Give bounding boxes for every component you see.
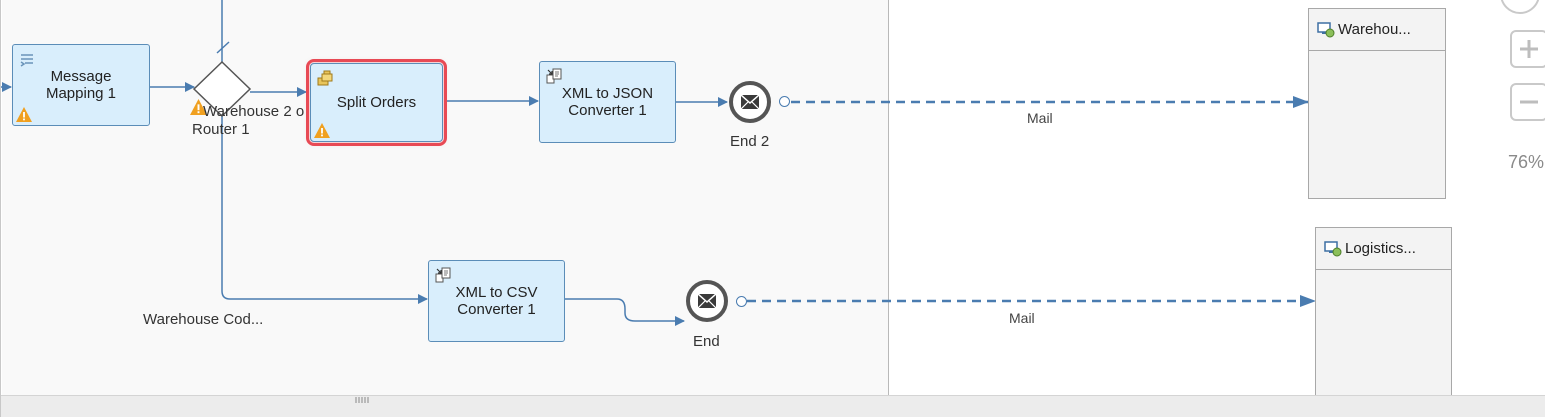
- message-mapping-label: Message Mapping 1: [45, 68, 117, 102]
- connection-csv-to-end[interactable]: [565, 298, 685, 326]
- split-orders-label: Split Orders: [336, 94, 417, 111]
- receiver-logistics[interactable]: Logistics...: [1315, 227, 1452, 407]
- warning-icon: [16, 107, 32, 122]
- warning-icon: [314, 123, 330, 138]
- end-2-label: End 2: [730, 133, 770, 150]
- xml-to-json-converter-step[interactable]: XML to JSON Converter 1: [539, 61, 676, 143]
- zoom-out-icon: [1520, 100, 1538, 104]
- route-label-warehouse-2[interactable]: Warehouse 2 o: [203, 103, 305, 120]
- converter-icon: [546, 68, 562, 84]
- property-sheet-splitter-bar[interactable]: [1, 395, 1545, 417]
- router-gateway[interactable]: [192, 60, 252, 118]
- xml-to-csv-label: XML to CSV Converter 1: [455, 284, 538, 318]
- mail-adapter-label-top[interactable]: Mail: [1027, 110, 1053, 126]
- zoom-in-icon: [1520, 40, 1538, 58]
- zoom-in-button[interactable]: [1510, 30, 1545, 68]
- converter-icon: [435, 267, 451, 283]
- mail-adapter-label-bottom[interactable]: Mail: [1009, 310, 1035, 326]
- mail-icon: [741, 95, 759, 109]
- mapping-icon: [20, 54, 33, 67]
- end-message-event[interactable]: [686, 280, 728, 322]
- receiver-system-icon: [1324, 240, 1342, 256]
- receiver-warehouse-header: Warehou...: [1309, 9, 1445, 51]
- connection-router-to-csv[interactable]: [221, 116, 428, 304]
- splitter-handle-icon[interactable]: [353, 396, 373, 406]
- zoom-level: 76%: [1508, 152, 1545, 172]
- mail-icon: [698, 294, 716, 308]
- receiver-system-icon: [1317, 21, 1335, 37]
- split-orders-step[interactable]: Split Orders: [306, 59, 447, 146]
- receiver-warehouse-label: Warehou...: [1338, 21, 1411, 38]
- xml-to-csv-converter-step[interactable]: XML to CSV Converter 1: [428, 260, 565, 342]
- end-label: End: [693, 333, 720, 350]
- splitter-icon: [317, 70, 333, 86]
- end-message-port[interactable]: [736, 296, 747, 307]
- receiver-warehouse[interactable]: Warehou...: [1308, 8, 1446, 199]
- message-mapping-step[interactable]: Message Mapping 1: [12, 44, 150, 126]
- route-label-warehouse-code[interactable]: Warehouse Cod...: [143, 311, 264, 328]
- zoom-out-button[interactable]: [1510, 83, 1545, 121]
- receiver-logistics-header: Logistics...: [1316, 228, 1451, 270]
- end-2-message-event[interactable]: [729, 81, 771, 123]
- router-name: Router 1: [192, 121, 250, 138]
- receiver-logistics-label: Logistics...: [1345, 240, 1416, 257]
- xml-to-json-label: XML to JSON Converter 1: [561, 85, 654, 119]
- warning-icon: [190, 99, 207, 115]
- default-route-mark: [216, 41, 230, 54]
- end-2-message-port[interactable]: [779, 96, 790, 107]
